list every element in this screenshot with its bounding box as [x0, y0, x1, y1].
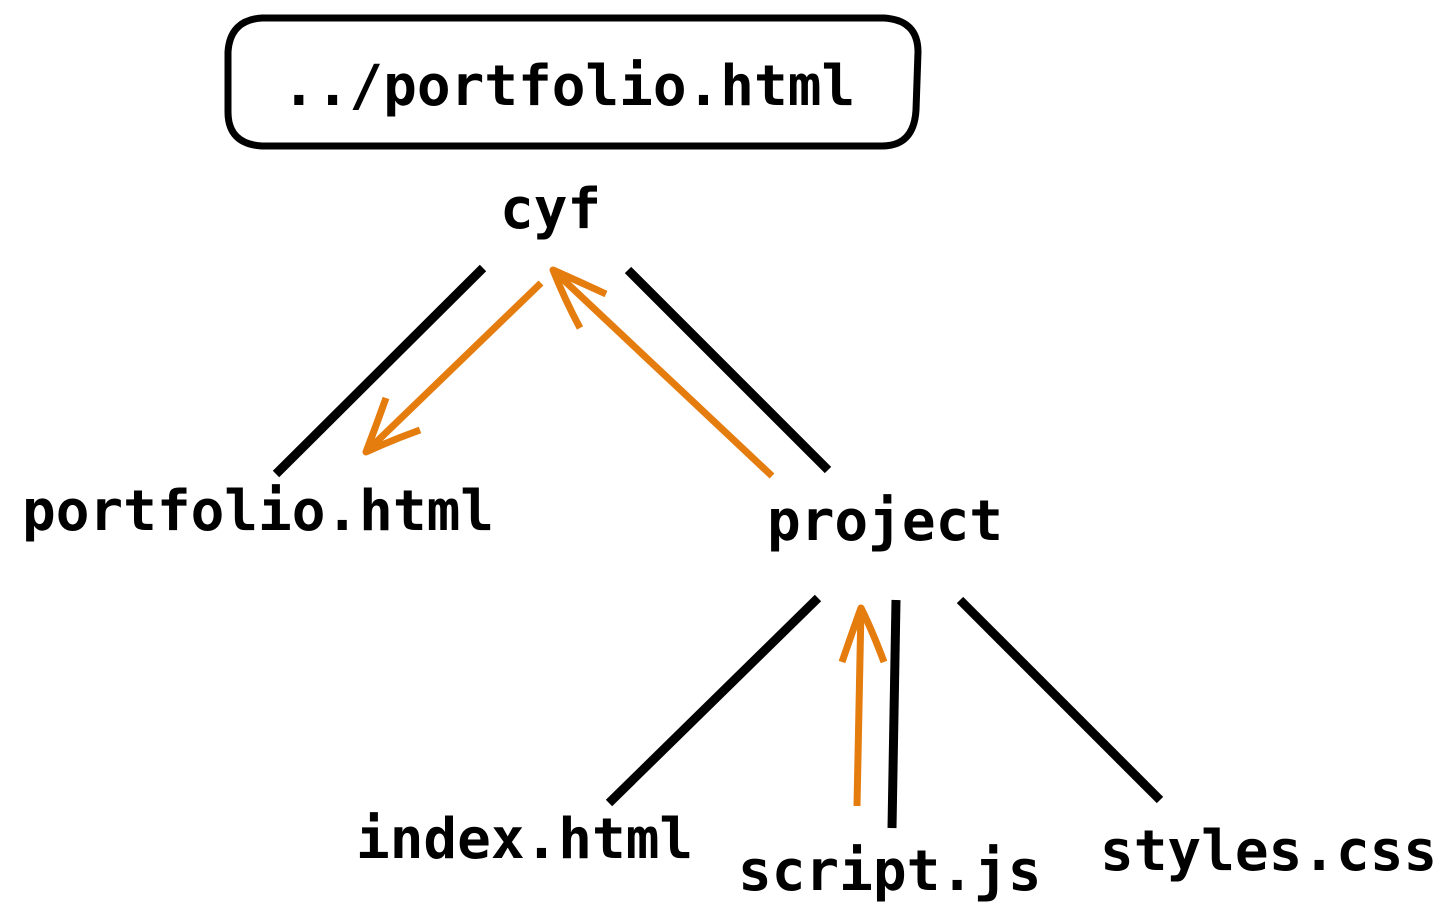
- arrow-script-to-project: [853, 607, 865, 807]
- node-script-js: script.js: [738, 839, 1041, 904]
- edge-cyf-project: [624, 266, 832, 474]
- edge-project-script: [887, 599, 901, 829]
- arrow-cyf-to-portfolio: [363, 280, 544, 455]
- edge-project-index: [605, 594, 822, 807]
- node-portfolio-html: portfolio.html: [22, 479, 494, 544]
- arrow-script-to-project-head: [838, 604, 888, 664]
- path-expression-box: ../portfolio.html: [224, 14, 922, 150]
- path-expression-text: ../portfolio.html: [282, 54, 855, 119]
- path-arrows: [362, 266, 888, 807]
- edge-cyf-portfolio: [272, 264, 487, 478]
- tree-nodes: cyf portfolio.html project index.html sc…: [22, 177, 1437, 904]
- node-cyf: cyf: [500, 177, 601, 242]
- node-index-html: index.html: [356, 807, 693, 872]
- node-styles-css: styles.css: [1100, 819, 1437, 884]
- edge-project-styles: [956, 596, 1164, 804]
- node-project: project: [767, 489, 1003, 554]
- arrow-project-to-cyf-head: [549, 266, 608, 330]
- arrow-cyf-to-portfolio-head: [362, 396, 422, 456]
- arrow-project-to-cyf: [550, 267, 775, 479]
- tree-edges: [272, 264, 1164, 829]
- path-expression-box-outline: [224, 14, 922, 150]
